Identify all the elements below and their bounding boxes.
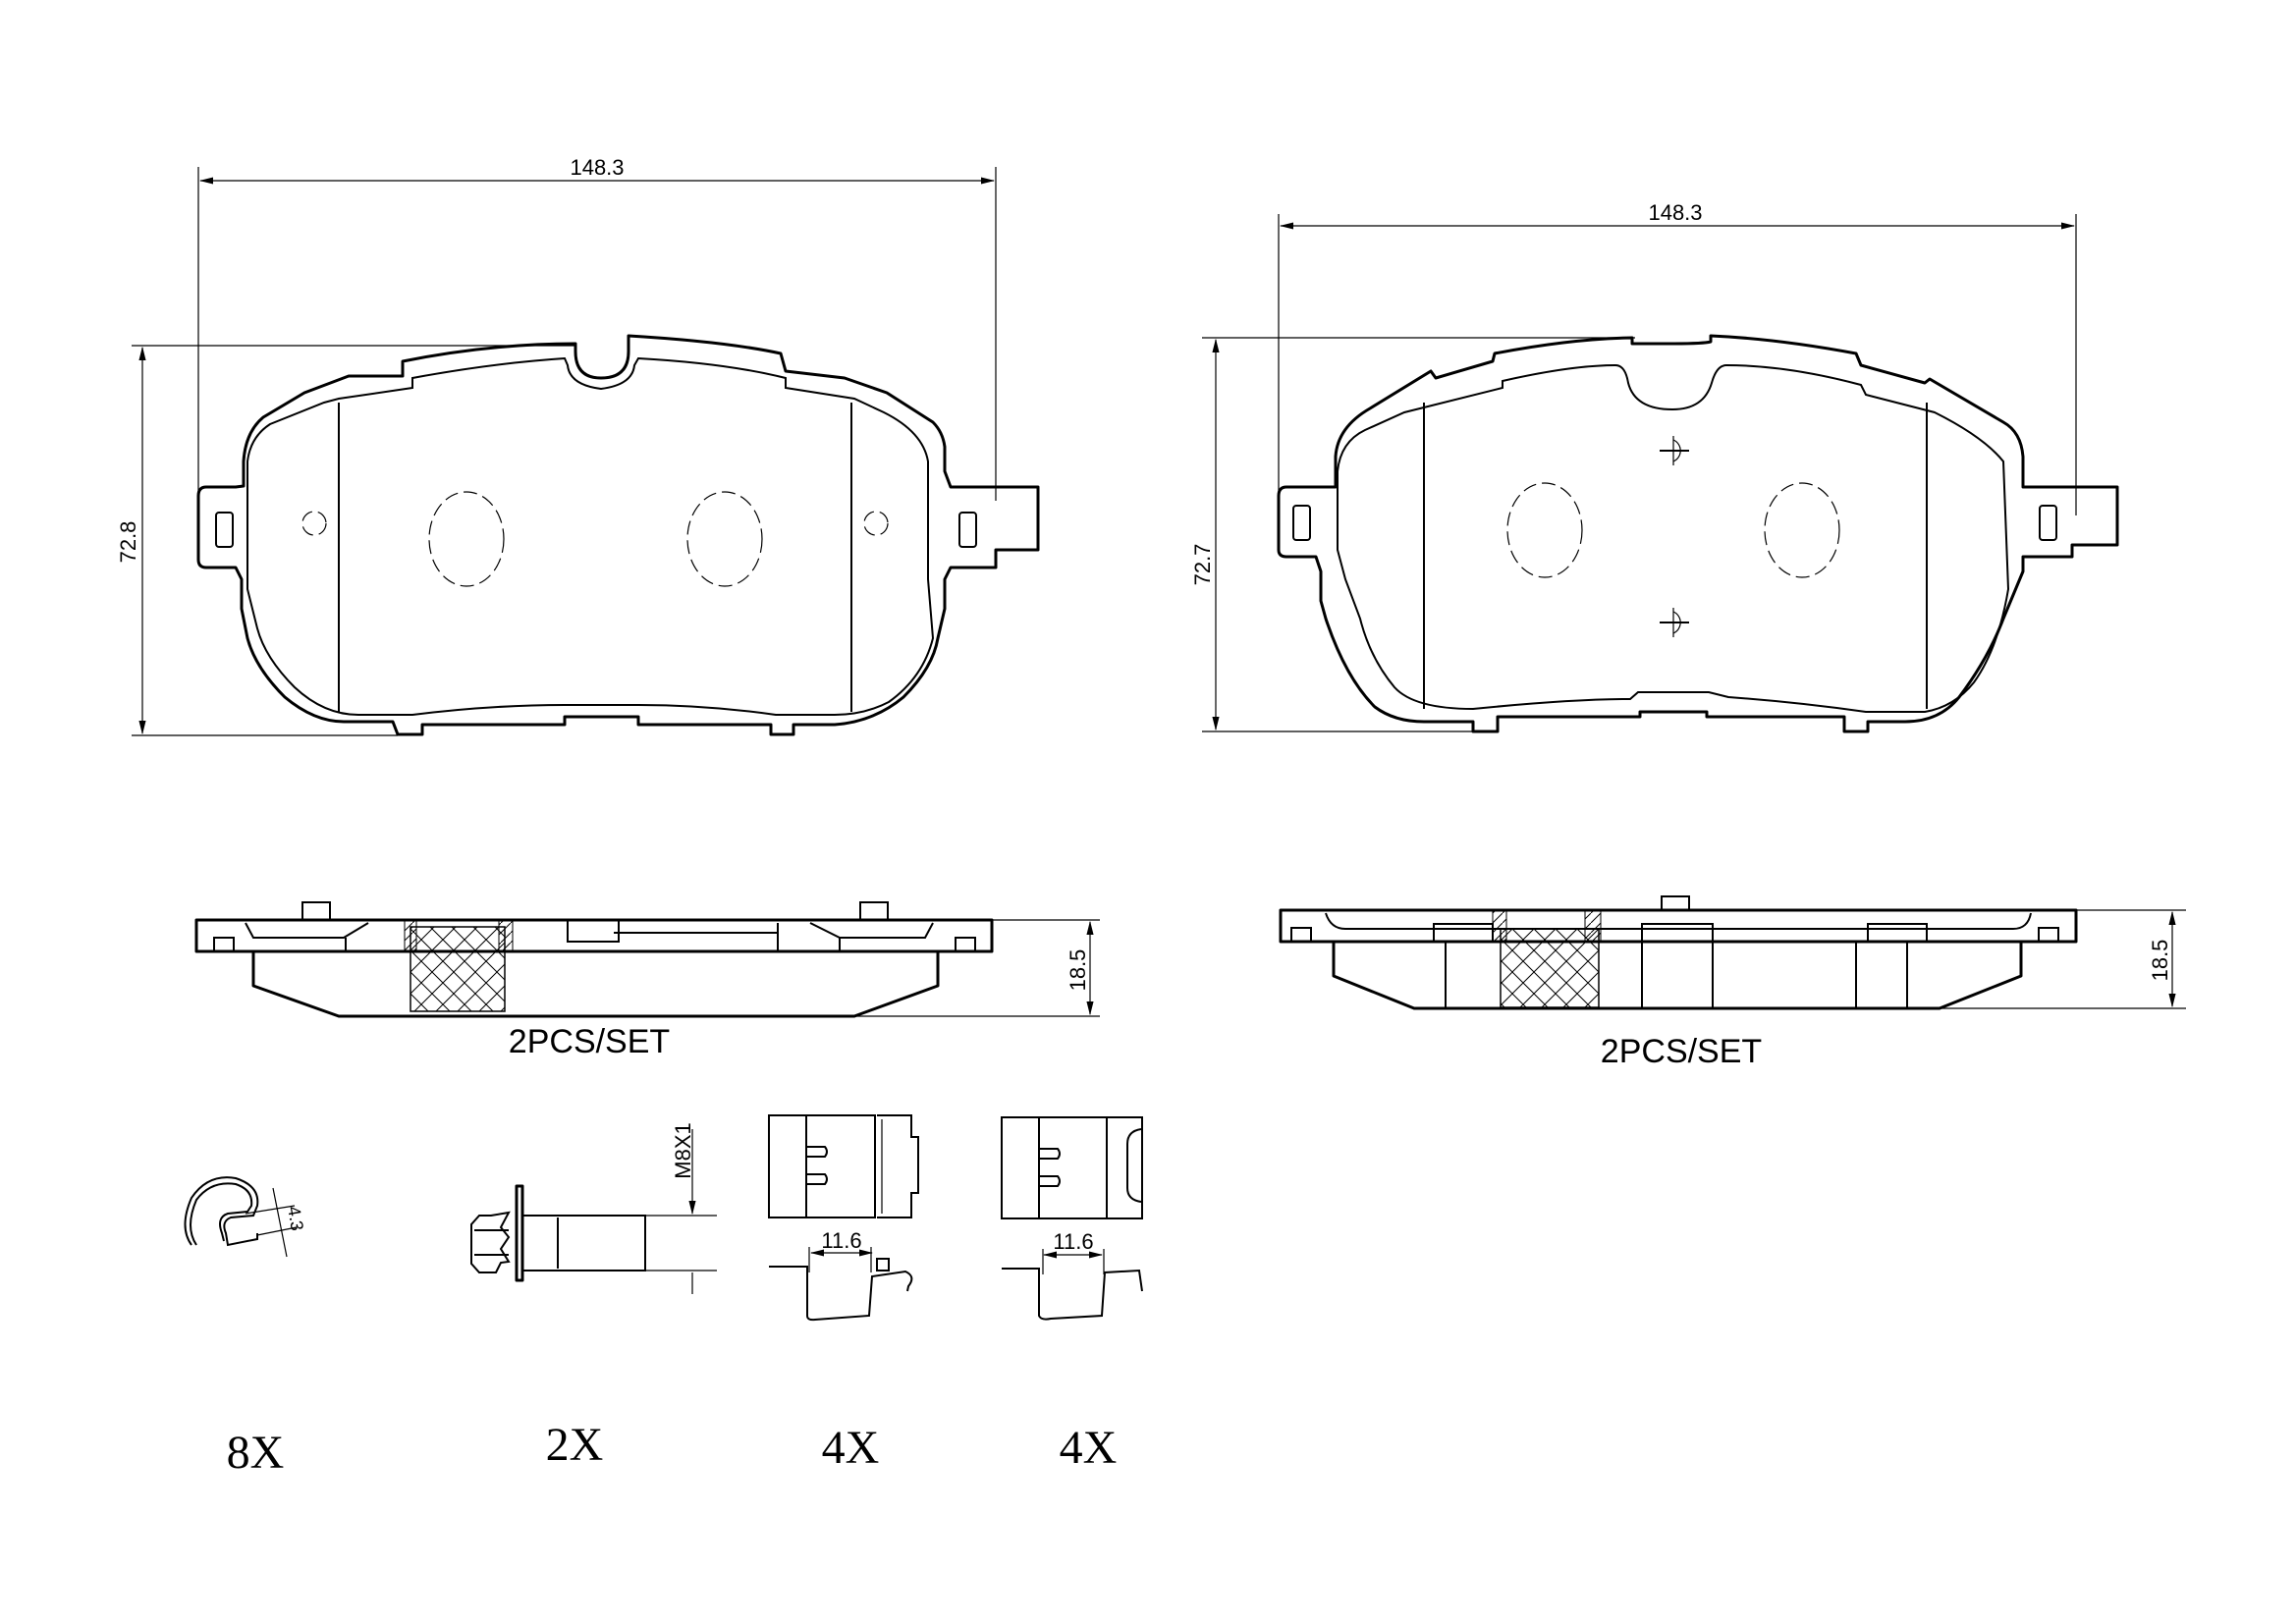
backing-plate-outline xyxy=(196,334,1040,736)
ear-slot-left xyxy=(1292,505,1311,541)
bolt-dim-label: M8X1 xyxy=(671,1122,695,1178)
piston-circle-left xyxy=(428,491,505,587)
qty-label: 8X xyxy=(227,1427,285,1479)
width-dim-label: 148.3 xyxy=(570,155,624,180)
pad-inner-side-view: 18.5 2PCS/SET xyxy=(194,901,1100,1060)
qty-label: 2X xyxy=(546,1419,604,1471)
friction-material-outline xyxy=(246,356,935,716)
ear-slot-right xyxy=(2039,505,2057,541)
qty-label: 4X xyxy=(1060,1422,1118,1474)
qty-label: 4X xyxy=(822,1422,880,1474)
abutment-clip-b: 11.6 4X xyxy=(1001,1116,1143,1474)
spring-clip: 4.3 8X xyxy=(184,1176,307,1479)
backing-plate-side xyxy=(1279,908,2078,944)
pad-inner-front-view: 148.3 72.8 xyxy=(116,155,1040,736)
height-dimension: 72.7 xyxy=(1190,337,1635,732)
friction-material-outline xyxy=(1337,363,2010,713)
clip-dim-label: 4.3 xyxy=(284,1205,307,1232)
thickness-dim-label: 18.5 xyxy=(2148,940,2172,982)
pad-outer-side-view: 18.5 2PCS/SET xyxy=(1279,895,2186,1070)
guide-bolt: M8X1 2X xyxy=(470,1122,717,1471)
piston-circle-right xyxy=(686,491,763,587)
thickness-dim-label: 18.5 xyxy=(1066,949,1090,992)
piston-circle-left xyxy=(1506,482,1583,578)
height-dim-label: 72.7 xyxy=(1190,544,1215,586)
pad-outer-front-view: 148.3 72.7 xyxy=(1190,200,2119,733)
height-dimension: 72.8 xyxy=(116,345,574,736)
set-label: 2PCS/SET xyxy=(509,1023,670,1060)
width-dimension: 148.3 xyxy=(1278,200,2077,515)
friction-material-side xyxy=(1332,942,2023,1010)
height-dim-label: 72.8 xyxy=(116,521,140,564)
width-dimension: 148.3 xyxy=(197,155,997,501)
small-hole-left xyxy=(301,511,327,536)
clip-b-dim-label: 11.6 xyxy=(1053,1229,1093,1254)
small-hole-right xyxy=(863,511,889,536)
locator-mark-top xyxy=(1660,436,1689,465)
abutment-clip-a: 11.6 4X xyxy=(768,1114,919,1474)
width-dim-label: 148.3 xyxy=(1648,200,1702,225)
piston-circle-right xyxy=(1764,482,1840,578)
backing-plate-outline xyxy=(1277,334,2119,733)
ear-slot-left xyxy=(215,512,234,548)
friction-material-side xyxy=(251,951,940,1018)
locator-mark-bottom xyxy=(1660,608,1689,637)
backing-plate-side xyxy=(194,918,994,953)
ear-slot-right xyxy=(958,512,977,548)
clip-a-dim-label: 11.6 xyxy=(821,1228,861,1253)
set-label: 2PCS/SET xyxy=(1601,1033,1762,1070)
